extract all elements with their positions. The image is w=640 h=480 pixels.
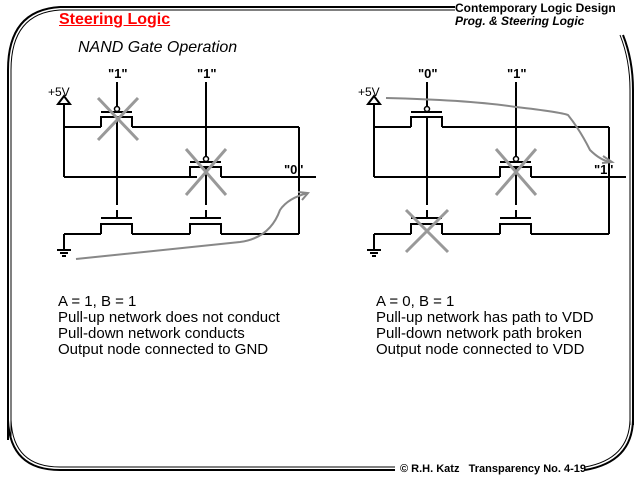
inverter-bubble (423, 105, 431, 113)
transparency-number: Transparency No. 4-19 (468, 463, 587, 475)
slide-title: Steering Logic (59, 11, 171, 28)
chapter-title: Prog. & Steering Logic (455, 14, 585, 28)
course-title: Contemporary Logic Design (455, 1, 616, 15)
input-b-label: "1" (197, 66, 217, 81)
cross-mark-pullup-a (96, 96, 140, 142)
input-state: A = 1, B = 1 (58, 293, 137, 310)
circuit-1-description: A = 1, B = 1 Pull-up network does not co… (58, 294, 280, 358)
cross-mark-pullup-b (494, 148, 538, 196)
current-path-arrow (385, 97, 611, 163)
cross-mark-pullup-b (184, 148, 228, 196)
arrowhead-icon (297, 191, 311, 201)
input-a-label: "1" (108, 66, 128, 81)
slide-subtitle: NAND Gate Operation (78, 39, 238, 56)
pullup-status: Pull-up network does not conduct (58, 309, 280, 326)
pullup-status: Pull-up network has path to VDD (376, 309, 594, 326)
inverter-bubble (202, 155, 210, 163)
pulldown-status: Pull-down network conducts (58, 325, 245, 342)
output-status: Output node connected to GND (58, 341, 269, 358)
input-a-label: "0" (418, 66, 438, 81)
output-label: "0" (284, 162, 304, 177)
nand-circuit-1: +5V "1" "1" "0" (48, 66, 316, 260)
pulldown-status: Pull-down network path broken (376, 325, 582, 342)
current-path-arrow (75, 192, 309, 260)
arrowhead-icon (601, 155, 615, 164)
vdd-symbol (56, 94, 72, 105)
inverter-bubble (512, 155, 520, 163)
footer: © R.H. Katz Transparency No. 4-19 (400, 463, 586, 475)
supply-label: +5V (358, 85, 380, 99)
input-state: A = 0, B = 1 (376, 293, 455, 310)
output-label: "1" (594, 162, 614, 177)
circuit-2-description: A = 0, B = 1 Pull-up network has path to… (376, 294, 594, 358)
nand-circuit-2: +5V "0" "1" "1" (358, 66, 626, 257)
vdd-symbol (366, 94, 382, 105)
input-b-label: "1" (507, 66, 527, 81)
cross-mark-pulldown-a (404, 208, 450, 254)
supply-label: +5V (48, 85, 70, 99)
copyright: © R.H. Katz (400, 463, 460, 475)
output-status: Output node connected to VDD (376, 341, 585, 358)
inverter-bubble (113, 105, 121, 113)
